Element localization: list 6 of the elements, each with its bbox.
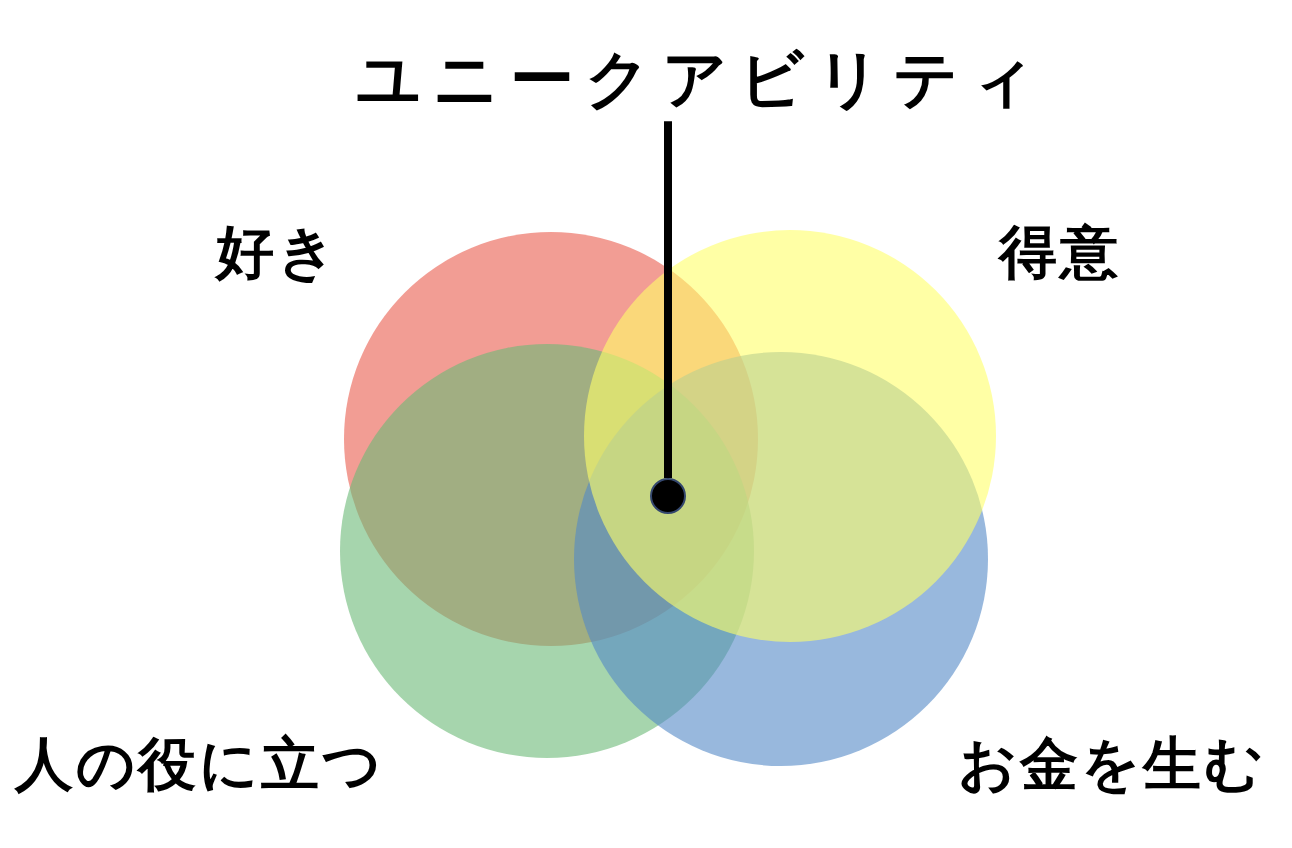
circle-label: 人の役に立つ [15,731,384,798]
circle-label: 好き [216,219,339,286]
heading-label: ユニークアビリティ [355,38,1047,122]
circle-label: お金を生む [958,731,1266,798]
center-dot [650,478,686,514]
circle-label: 得意 [999,219,1121,286]
